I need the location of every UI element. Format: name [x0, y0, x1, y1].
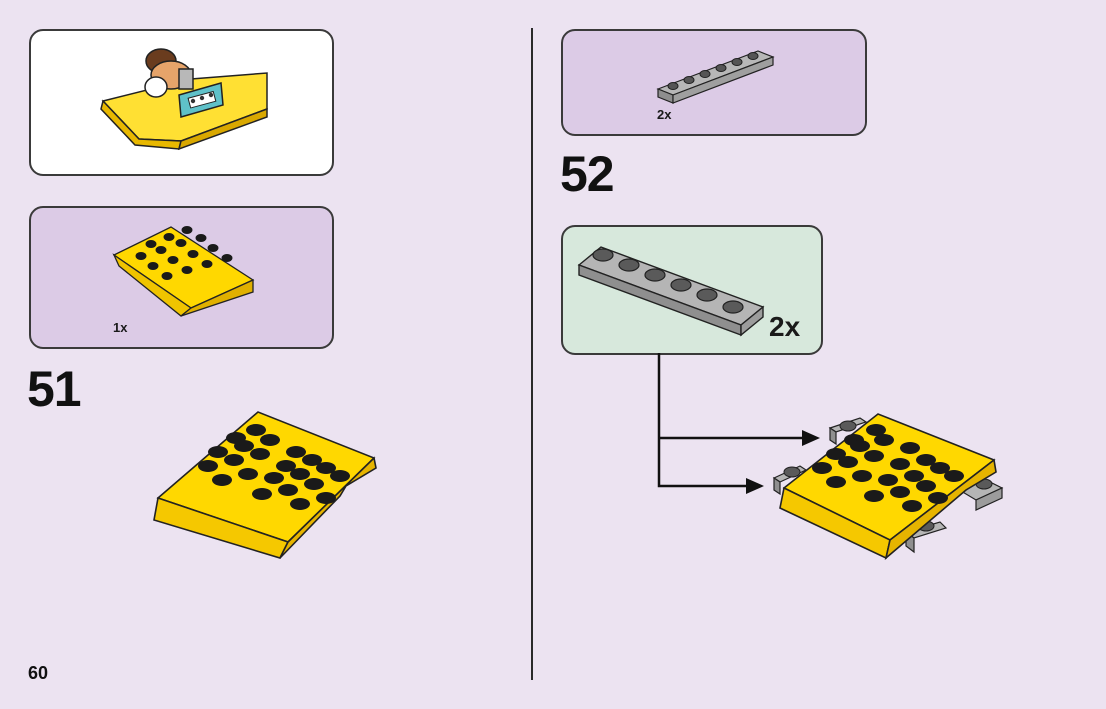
step-52-assembly-icon	[772, 413, 1004, 561]
model-preview-panel	[29, 29, 334, 176]
gray-plate-1x6-icon	[656, 50, 775, 104]
column-divider	[531, 28, 533, 680]
arrow-head-icon	[746, 478, 764, 494]
parts-quantity: 2x	[657, 107, 672, 122]
gray-plate-1x6-icon	[577, 246, 765, 337]
subassembly-quantity: 2x	[769, 311, 801, 342]
parts-callout-step-52: 2x	[561, 29, 867, 136]
yellow-car-with-figure-icon	[100, 48, 268, 151]
arrow-head-icon	[802, 430, 820, 446]
subassembly-callout: 2x	[561, 225, 823, 355]
step-number-52: 52	[560, 146, 615, 202]
step-number-51: 51	[27, 361, 82, 417]
yellow-wedge-plate-icon	[112, 226, 255, 317]
step-51-assembly-icon	[153, 411, 377, 559]
placement-arrows	[657, 353, 820, 494]
page-number: 60	[28, 663, 49, 683]
parts-callout-step-51: 1x	[29, 206, 334, 349]
parts-quantity: 1x	[113, 320, 128, 335]
